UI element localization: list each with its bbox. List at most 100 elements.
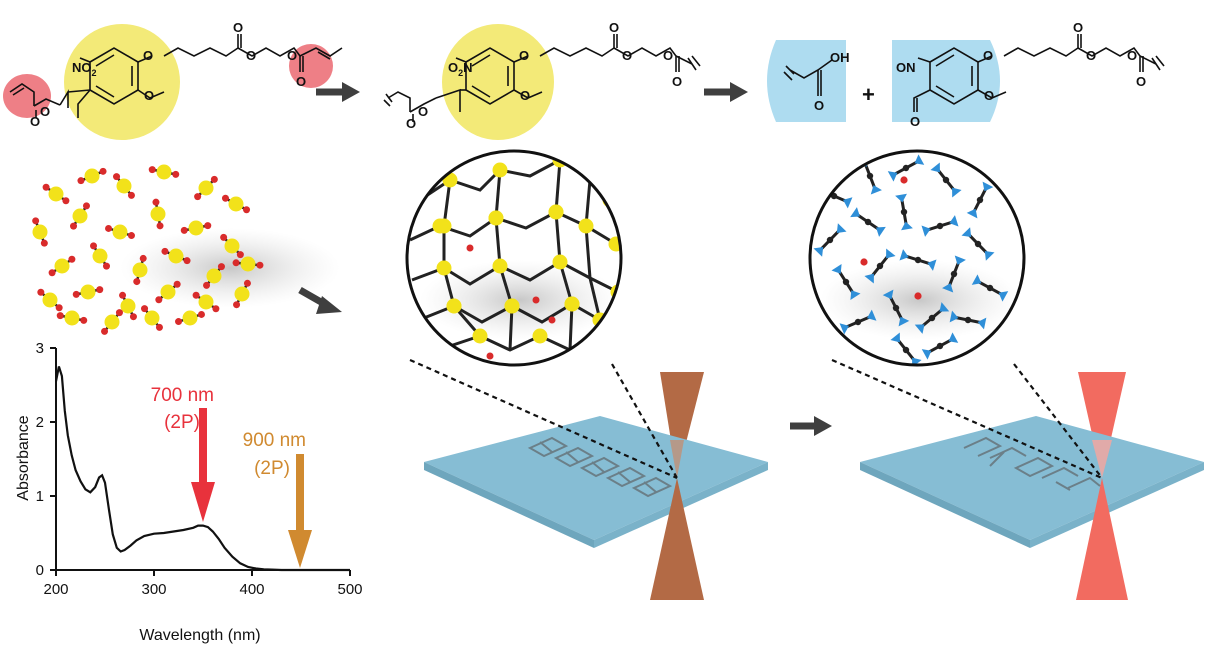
cleaved-end-cap (998, 291, 1009, 302)
arrow-700-label-line1: 700 nm (151, 385, 214, 406)
cleaved-end-cap (977, 317, 987, 330)
acrylate-end (96, 286, 104, 294)
o-label: O (233, 20, 243, 35)
photolabile-node (150, 206, 166, 222)
plus-sign: + (862, 82, 875, 107)
o-label: O (1086, 48, 1096, 63)
acrylate-end (102, 262, 110, 270)
y-tick-label: 3 (36, 340, 44, 357)
acrylate-end (548, 316, 556, 324)
acrylate-end (105, 224, 113, 232)
acrylate-end (183, 257, 191, 265)
acrylate-end (62, 197, 70, 205)
acrylate-end (141, 305, 149, 313)
cleaved-end-cap (898, 316, 910, 327)
fragment-joint (876, 262, 884, 270)
reaction-arrow (704, 82, 748, 102)
acrylate-end (152, 198, 160, 206)
cleaved-end-cap (831, 264, 842, 274)
photolabile-node (472, 328, 488, 344)
acrylate-end (68, 255, 76, 263)
acrylate-end (161, 247, 169, 255)
ketone-o-label: O (910, 114, 920, 129)
o-label: O (143, 48, 153, 63)
o-label: O (144, 88, 154, 103)
photolabile-node (54, 258, 70, 274)
acrylate-end (55, 304, 63, 312)
acrylate-end (194, 193, 202, 201)
acid-o-label: O (814, 98, 824, 113)
photolabile-node (552, 254, 568, 270)
o-label: O (1073, 20, 1083, 35)
acrylate-end (532, 296, 540, 304)
fragment-joint (826, 236, 834, 244)
photolabile-node (234, 286, 250, 302)
nitro-subscript: 2 (92, 68, 97, 78)
o-label: O (663, 48, 673, 63)
cleaved-end-cap (887, 171, 898, 182)
photolabile-node (446, 298, 462, 314)
acrylate-end (127, 232, 135, 240)
photolabile-node (198, 294, 214, 310)
cleaved-end-cap (948, 332, 959, 343)
fragment-joint (914, 256, 922, 264)
svg-text:NO2: NO2 (72, 60, 97, 78)
acrylate-end (72, 290, 80, 298)
acrylate-end (173, 280, 181, 288)
cleaved-end-cap (952, 187, 962, 198)
cleaved-end-cap (890, 332, 900, 343)
photolabile-node (548, 204, 564, 220)
cleaved-end-cap (914, 154, 925, 165)
acrylate-end (180, 226, 188, 234)
photolabile-node (492, 258, 508, 274)
arrow-700nm: 700 nm (2P) (151, 385, 215, 522)
acrylate-end (56, 312, 64, 320)
nitrobenzyl-highlight (64, 24, 180, 140)
reaction-arrow (316, 82, 360, 102)
cleaved-end-cap (876, 226, 886, 237)
acrylate-end (148, 166, 156, 174)
cleaved-end-cap (949, 215, 959, 227)
y-tick-label: 2 (36, 414, 44, 431)
acrylate-end (155, 296, 163, 304)
cleaved-end-cap (843, 197, 853, 209)
x-tick-label: 400 (239, 581, 264, 598)
monomer-cloud (32, 164, 340, 335)
photolabile-node (224, 238, 240, 254)
fragment-joint (866, 172, 874, 180)
cleaved-end-cap (927, 259, 937, 271)
y-axis-label: Absorbance (15, 415, 32, 500)
acrylate-end (175, 318, 183, 326)
network-molecule: O2N O O O O O O O O (383, 20, 701, 140)
photolabile-node (120, 298, 136, 314)
acrylate-end (212, 305, 220, 313)
acrylate-end (232, 259, 240, 267)
o-label: O (40, 104, 50, 119)
photolabile-node (188, 220, 204, 236)
o-label: O (984, 88, 994, 103)
photolabile-node (42, 292, 58, 308)
acrylate-end (113, 173, 121, 181)
photolabile-node (160, 284, 176, 300)
acrylate-end (99, 167, 107, 175)
fragment-joint (976, 196, 984, 204)
zoom-circle-crosslinked-network (405, 149, 623, 367)
photolabile-node (182, 310, 198, 326)
cleaved-end-cap (882, 289, 894, 300)
acrylate-end (900, 176, 908, 184)
photolabile-node (104, 314, 120, 330)
acrylate-end (82, 202, 90, 210)
x-tick-label: 500 (337, 581, 362, 598)
acrylate-end (32, 217, 40, 225)
o-label: O (246, 48, 256, 63)
nitro-label: NO (72, 60, 92, 75)
acrylate-end (172, 170, 180, 178)
o-label: O (983, 48, 993, 63)
fragment-joint (936, 342, 944, 350)
acrylate-end (129, 313, 137, 321)
cleaved-end-cap (930, 162, 940, 173)
acrylate-end (101, 327, 109, 335)
o-label: O (296, 74, 306, 89)
acrylate-end (210, 175, 218, 183)
nitroso-label: ON (896, 60, 916, 75)
